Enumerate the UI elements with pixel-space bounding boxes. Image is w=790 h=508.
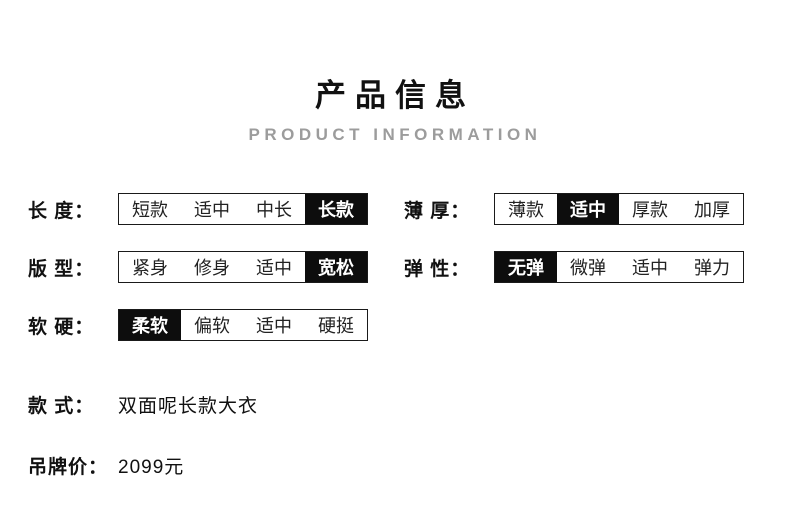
option: 适中 xyxy=(256,258,292,278)
option: 微弹 xyxy=(570,258,606,278)
attr-options-thickness: 薄款 适中 厚款 加厚 xyxy=(494,193,744,225)
attr-label-length: 长 度： xyxy=(28,200,95,222)
attr-group-thickness: 薄 厚： 薄款 适中 厚款 加厚 xyxy=(404,193,762,225)
attribute-grid: 长 度： 短款 适中 中长 长款 薄 厚： 薄款 适中 厚款 加厚 版 型： 紧… xyxy=(28,193,762,341)
option: 修身 xyxy=(194,258,230,278)
page-header: 产品信息 PRODUCT INFORMATION xyxy=(28,0,762,145)
attr-group-length: 长 度： 短款 适中 中长 长款 xyxy=(28,193,386,225)
attr-label-thickness: 薄 厚： xyxy=(404,200,471,222)
option-selected: 无弹 xyxy=(495,252,557,282)
attr-options-length: 短款 适中 中长 长款 xyxy=(118,193,368,225)
page-subtitle: PRODUCT INFORMATION xyxy=(248,125,542,144)
detail-label-style: 款 式： xyxy=(28,396,95,417)
detail-value-price: 2099元 xyxy=(118,457,185,478)
option: 加厚 xyxy=(694,200,730,220)
detail-row-style: 款 式： 双面呢长款大衣 xyxy=(28,391,762,418)
attr-label-softness: 软 硬： xyxy=(28,316,95,338)
attr-group-fit: 版 型： 紧身 修身 适中 宽松 xyxy=(28,251,386,283)
option-selected: 长款 xyxy=(305,194,367,224)
option: 薄款 xyxy=(508,200,544,220)
option: 适中 xyxy=(194,200,230,220)
option: 弹力 xyxy=(694,258,730,278)
detail-label-price: 吊牌价： xyxy=(28,457,109,478)
attr-options-fit: 紧身 修身 适中 宽松 xyxy=(118,251,368,283)
option: 紧身 xyxy=(132,258,168,278)
attr-options-softness: 柔软 偏软 适中 硬挺 xyxy=(118,309,368,341)
option-selected: 适中 xyxy=(557,194,619,224)
option: 偏软 xyxy=(194,316,230,336)
detail-row-price: 吊牌价： 2099元 xyxy=(28,452,762,479)
option: 厚款 xyxy=(632,200,668,220)
option: 中长 xyxy=(256,200,292,220)
attr-label-elasticity: 弹 性： xyxy=(404,258,471,280)
attr-group-softness: 软 硬： 柔软 偏软 适中 硬挺 xyxy=(28,309,386,341)
option: 短款 xyxy=(132,200,168,220)
attr-options-elasticity: 无弹 微弹 适中 弹力 xyxy=(494,251,744,283)
option: 适中 xyxy=(256,316,292,336)
option: 硬挺 xyxy=(318,316,354,336)
attr-label-fit: 版 型： xyxy=(28,258,95,280)
attr-group-elasticity: 弹 性： 无弹 微弹 适中 弹力 xyxy=(404,251,762,283)
page-title: 产品信息 xyxy=(315,78,475,113)
option-selected: 宽松 xyxy=(305,252,367,282)
detail-section: 款 式： 双面呢长款大衣 吊牌价： 2099元 xyxy=(28,391,762,479)
option: 适中 xyxy=(632,258,668,278)
option-selected: 柔软 xyxy=(119,310,181,340)
detail-value-style: 双面呢长款大衣 xyxy=(118,396,259,417)
